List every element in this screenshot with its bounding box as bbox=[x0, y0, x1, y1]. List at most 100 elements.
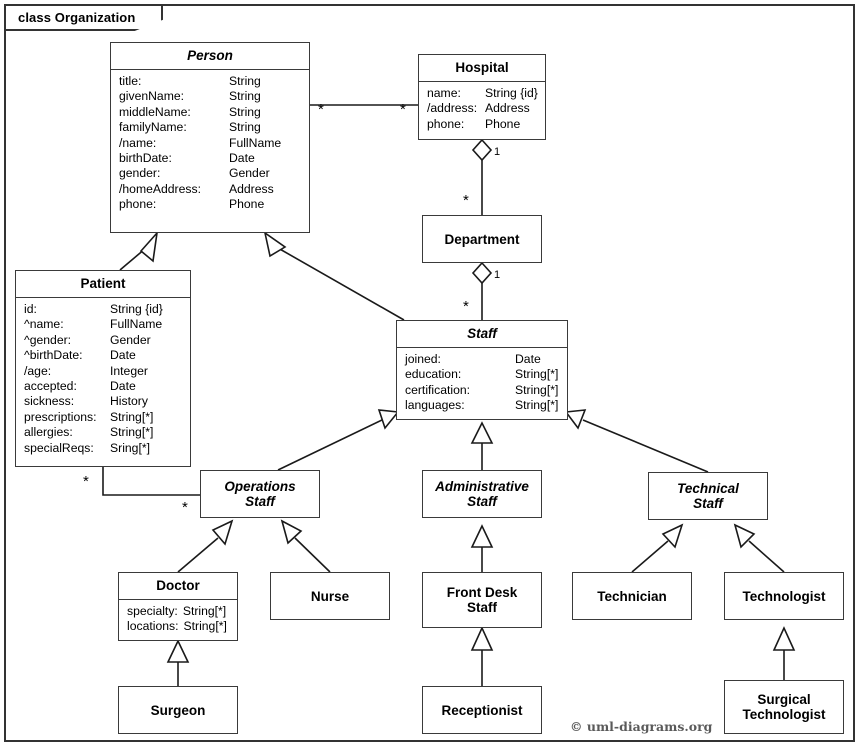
attribute-type: Integer bbox=[110, 363, 148, 378]
class-front-desk-staff[interactable]: Front Desk Staff bbox=[422, 572, 542, 628]
attribute-row: name: String {id} bbox=[419, 86, 545, 101]
class-technical-staff[interactable]: Technical Staff bbox=[648, 472, 768, 520]
attribute-row: middleName: String bbox=[111, 105, 309, 120]
class-operations-staff-name: Operations Staff bbox=[224, 479, 296, 509]
attribute-type: Phone bbox=[229, 197, 265, 212]
class-doctor[interactable]: Doctor specialty:String[*] locations:Str… bbox=[118, 572, 238, 641]
attribute-type: String bbox=[229, 74, 261, 88]
attribute-type: Gender bbox=[110, 332, 151, 347]
attribute-name: certification: bbox=[405, 382, 471, 397]
attribute-name: id: bbox=[24, 302, 37, 316]
attribute-type: String bbox=[229, 104, 261, 119]
attribute-row: phone: Phone bbox=[111, 197, 309, 212]
attribute-type: Date bbox=[515, 352, 541, 366]
class-receptionist[interactable]: Receptionist bbox=[422, 686, 542, 734]
attribute-row: /name:FullName bbox=[111, 136, 309, 151]
attribute-row: accepted: Date bbox=[16, 379, 190, 394]
attribute-type: Address bbox=[485, 101, 530, 116]
class-front-desk-staff-name: Front Desk Staff bbox=[446, 585, 518, 615]
attribute-row: sickness:History bbox=[16, 394, 190, 409]
class-person-attributes: title: String givenName: String middleName… bbox=[111, 70, 309, 232]
attribute-row: /address:Address bbox=[419, 101, 545, 116]
attribute-name: phone: bbox=[427, 116, 465, 131]
class-staff-name: Staff bbox=[397, 321, 567, 348]
attribute-name: gender: bbox=[119, 166, 161, 181]
attribute-name: prescriptions: bbox=[24, 409, 97, 424]
attribute-row: gender: Gender bbox=[111, 166, 309, 181]
class-technical-staff-name: Technical Staff bbox=[677, 481, 739, 511]
class-surgeon[interactable]: Surgeon bbox=[118, 686, 238, 734]
attribute-name: middleName: bbox=[119, 104, 191, 119]
attribute-row: givenName: String bbox=[111, 89, 309, 104]
attribute-row: /age:Integer bbox=[16, 364, 190, 379]
class-doctor-name: Doctor bbox=[119, 573, 237, 600]
class-technician[interactable]: Technician bbox=[572, 572, 692, 620]
attribute-type: Sring[*] bbox=[110, 440, 150, 455]
attribute-row: ^gender: Gender bbox=[16, 333, 190, 348]
attribute-name: accepted: bbox=[24, 379, 77, 394]
attribute-type: Gender bbox=[229, 166, 270, 181]
class-staff[interactable]: Staff joined:Date education:String[*] ce… bbox=[396, 320, 568, 420]
attribute-row: joined: Date bbox=[397, 352, 567, 367]
class-hospital-attributes: name: String {id} /address:Address phone:… bbox=[419, 82, 545, 139]
attribute-name: birthDate: bbox=[119, 151, 172, 166]
copyright-credit: © uml-diagrams.org bbox=[570, 719, 713, 734]
attribute-row: locations: String[*] bbox=[119, 619, 237, 634]
class-department[interactable]: Department bbox=[422, 215, 542, 263]
attribute-row: birthDate:Date bbox=[111, 151, 309, 166]
attribute-type: String {id} bbox=[485, 86, 538, 100]
class-receptionist-name: Receptionist bbox=[441, 702, 523, 718]
attribute-type: Phone bbox=[485, 116, 521, 131]
class-patient-attributes: id: String {id} ^name: FullName ^gender: Ge… bbox=[16, 298, 190, 466]
attribute-name: joined: bbox=[405, 352, 441, 366]
attribute-row: ^birthDate:Date bbox=[16, 348, 190, 363]
class-hospital[interactable]: Hospital name: String {id} /address:Addre… bbox=[418, 54, 546, 140]
attribute-name: locations: bbox=[127, 619, 179, 634]
attribute-type: Date bbox=[110, 379, 136, 394]
class-administrative-staff-name: Administrative Staff bbox=[435, 479, 529, 509]
class-administrative-staff[interactable]: Administrative Staff bbox=[422, 470, 542, 518]
attribute-row: id: String {id} bbox=[16, 302, 190, 317]
frame-tab-label: class Organization bbox=[4, 4, 164, 31]
attribute-type: FullName bbox=[110, 317, 163, 332]
attribute-row: phone: Phone bbox=[419, 117, 545, 132]
attribute-name: education: bbox=[405, 367, 462, 382]
class-hospital-name: Hospital bbox=[419, 55, 545, 82]
class-surgical-technologist[interactable]: Surgical Technologist bbox=[724, 680, 844, 734]
class-surgical-technologist-name: Surgical Technologist bbox=[742, 692, 826, 722]
attribute-name: title: bbox=[119, 74, 142, 88]
attribute-row: education:String[*] bbox=[397, 367, 567, 382]
attribute-row: ^name: FullName bbox=[16, 317, 190, 332]
attribute-name: name: bbox=[427, 86, 461, 100]
attribute-row: prescriptions:String[*] bbox=[16, 410, 190, 425]
attribute-row: title: String bbox=[111, 74, 309, 89]
attribute-type: String[*] bbox=[110, 425, 154, 440]
class-patient[interactable]: Patient id:String {id} ^name:FullName ^g… bbox=[15, 270, 191, 467]
attribute-type: String[*] bbox=[182, 604, 227, 618]
attribute-type: String bbox=[229, 89, 261, 104]
diagram-frame bbox=[4, 4, 855, 742]
attribute-type: Date bbox=[110, 348, 136, 363]
attribute-row: /homeAddress:Address bbox=[111, 182, 309, 197]
attribute-name: /homeAddress: bbox=[119, 181, 201, 196]
attribute-name: phone: bbox=[119, 197, 157, 212]
attribute-type: String bbox=[229, 120, 261, 135]
attribute-row: certification: String[*] bbox=[397, 383, 567, 398]
attribute-name: ^name: bbox=[24, 317, 64, 332]
attribute-type: String[*] bbox=[515, 382, 559, 397]
attribute-name: givenName: bbox=[119, 89, 185, 104]
attribute-type: FullName bbox=[229, 135, 282, 150]
attribute-name: allergies: bbox=[24, 425, 73, 440]
attribute-name: familyName: bbox=[119, 120, 187, 135]
class-technologist[interactable]: Technologist bbox=[724, 572, 844, 620]
class-operations-staff[interactable]: Operations Staff bbox=[200, 470, 320, 518]
attribute-type: String[*] bbox=[183, 619, 227, 634]
attribute-type: String {id} bbox=[110, 302, 163, 316]
class-person[interactable]: Person title:String givenName:String mid… bbox=[110, 42, 310, 233]
attribute-name: ^gender: bbox=[24, 332, 72, 347]
attribute-type: History bbox=[110, 394, 148, 409]
class-nurse[interactable]: Nurse bbox=[270, 572, 390, 620]
attribute-row: specialty:String[*] bbox=[119, 604, 237, 619]
attribute-row: languages:String[*] bbox=[397, 398, 567, 413]
